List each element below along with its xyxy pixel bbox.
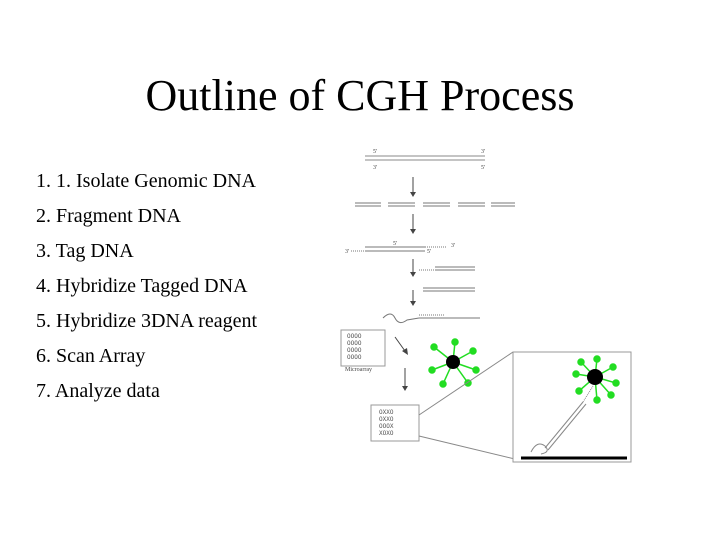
dna-reagent-strand (382, 313, 480, 324)
step-1: 1. 1. Isolate Genomic DNA (36, 170, 256, 192)
zoom-lines (418, 351, 520, 461)
genomic-3prime-bottom: 3' (373, 165, 377, 171)
scanned-array: OXXO OXXO OOOX XOXO (370, 404, 420, 442)
down-arrow-icon (402, 368, 408, 391)
array-row-3: OOOO (347, 347, 362, 354)
genomic-3prime-top: 3' (481, 149, 485, 155)
down-arrow-icon (394, 336, 408, 355)
down-arrow-icon (410, 290, 416, 306)
microarray-label: Microarray (345, 367, 372, 373)
process-step-list: 1. 1. Isolate Genomic DNA 2. Fragment DN… (36, 164, 336, 409)
hybridized-tagged-dna (419, 266, 475, 292)
tag-3prime-bottom: 3' (345, 249, 349, 255)
genomic-dna-strand (365, 155, 485, 161)
down-arrow-icon (410, 214, 416, 234)
large-dendrimer (572, 355, 620, 404)
genomic-5prime-top: 5' (373, 149, 377, 155)
step-5: 5. Hybridize 3DNA reagent (36, 310, 258, 332)
array-row-1: OOOO (347, 333, 362, 340)
step-3: 3. Tag DNA (36, 240, 134, 262)
scan-row-3: OOOX (379, 423, 394, 430)
down-arrow-icon (410, 177, 416, 197)
tag-3prime-top: 3' (451, 243, 455, 249)
microarray-slide: OOOO OOOO OOOO OOOO (340, 329, 386, 367)
array-row-2: OOOO (347, 340, 362, 347)
genomic-5prime-bottom: 5' (481, 165, 485, 171)
step-4: 4. Hybridize Tagged DNA (36, 275, 248, 297)
scan-row-1: OXXO (379, 409, 394, 416)
scan-row-4: XOXO (379, 430, 394, 437)
step-7: 7. Analyze data (36, 380, 160, 402)
step-6: 6. Scan Array (36, 345, 146, 367)
dna-fragments (355, 202, 515, 207)
cgh-diagram: 5' 3' 3' 5' 5' 3' 3' (335, 140, 635, 480)
tag-5prime-bottom: 5' (427, 249, 431, 255)
scan-row-2: OXXO (379, 416, 394, 423)
step-2: 2. Fragment DNA (36, 205, 181, 227)
down-arrow-icon (410, 259, 416, 277)
small-dendrimer (428, 338, 480, 388)
array-row-4: OOOO (347, 354, 362, 361)
slide-title: Outline of CGH Process (145, 71, 575, 120)
tag-5prime-top: 5' (393, 241, 397, 247)
tagged-dna (351, 246, 447, 252)
